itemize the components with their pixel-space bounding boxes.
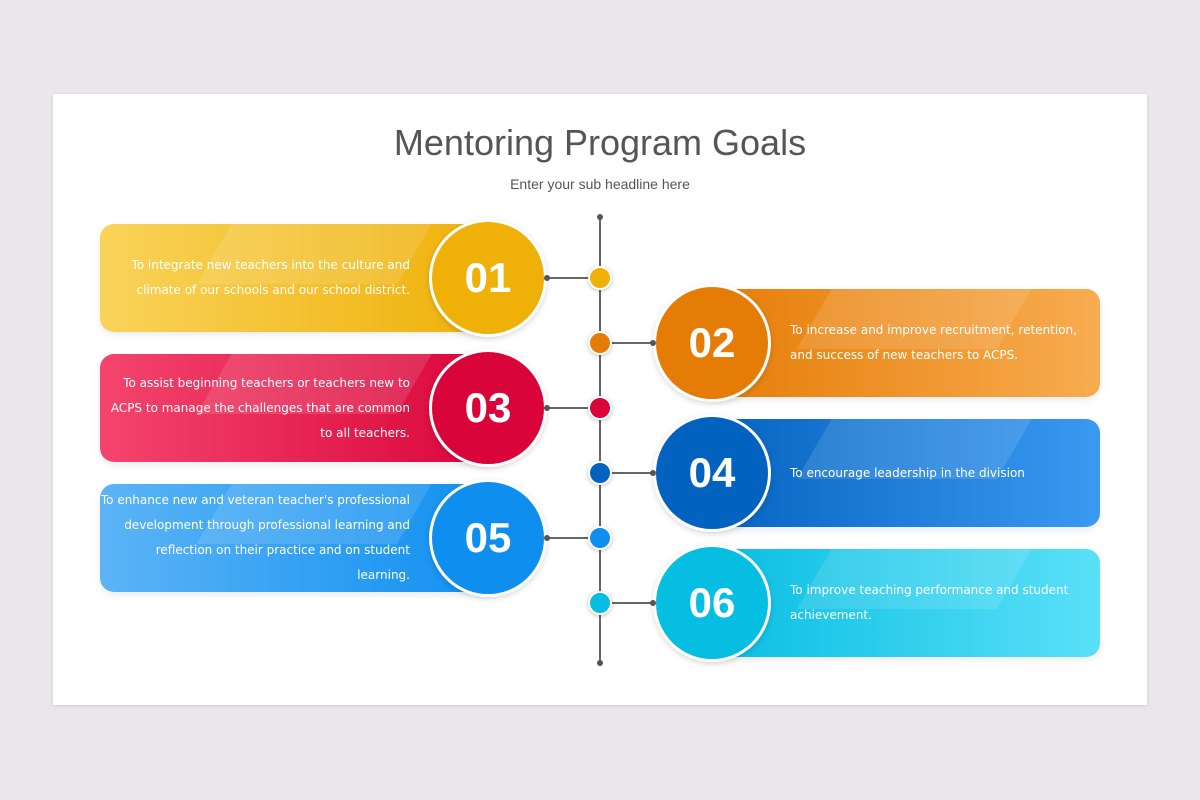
timeline-dot bbox=[588, 526, 612, 550]
goal-text: To enhance new and veteran teacher's pro… bbox=[100, 493, 410, 582]
goal-text: To encourage leadership in the division bbox=[790, 465, 1025, 480]
timeline-dot bbox=[588, 591, 612, 615]
connector-pin bbox=[544, 275, 550, 281]
goal-text: To integrate new teachers into the cultu… bbox=[131, 258, 410, 297]
goal-text: To assist beginning teachers or teachers… bbox=[110, 375, 410, 440]
connector-pin bbox=[650, 340, 656, 346]
goal-number-circle: 01 bbox=[429, 219, 547, 337]
goal-text: To increase and improve recruitment, ret… bbox=[790, 323, 1077, 362]
goal-text: To improve teaching performance and stud… bbox=[790, 583, 1069, 622]
connector-line bbox=[612, 602, 653, 604]
goal-number-circle: 04 bbox=[653, 414, 771, 532]
timeline-line bbox=[599, 217, 601, 663]
page-title: Mentoring Program Goals bbox=[393, 122, 807, 163]
goal-number-circle: 03 bbox=[429, 349, 547, 467]
connector-line bbox=[612, 472, 653, 474]
connector-line bbox=[612, 342, 653, 344]
goal-number-circle: 02 bbox=[653, 284, 771, 402]
timeline-start bbox=[597, 214, 603, 220]
timeline-dot bbox=[588, 331, 612, 355]
connector-pin bbox=[650, 470, 656, 476]
timeline-dot bbox=[588, 461, 612, 485]
connector-pin bbox=[650, 600, 656, 606]
timeline-end bbox=[597, 660, 603, 666]
connector-line bbox=[547, 537, 588, 539]
timeline-dot bbox=[588, 396, 612, 420]
connector-pin bbox=[544, 405, 550, 411]
connector-pin bbox=[544, 535, 550, 541]
connector-line bbox=[547, 277, 588, 279]
connector-line bbox=[547, 407, 588, 409]
goal-card-03: To assist beginning teachers or teachers… bbox=[100, 354, 500, 462]
goal-number-circle: 06 bbox=[653, 544, 771, 662]
goal-number-circle: 05 bbox=[429, 479, 547, 597]
subtitle: Enter your sub headline here bbox=[510, 176, 690, 192]
timeline-dot bbox=[588, 266, 612, 290]
